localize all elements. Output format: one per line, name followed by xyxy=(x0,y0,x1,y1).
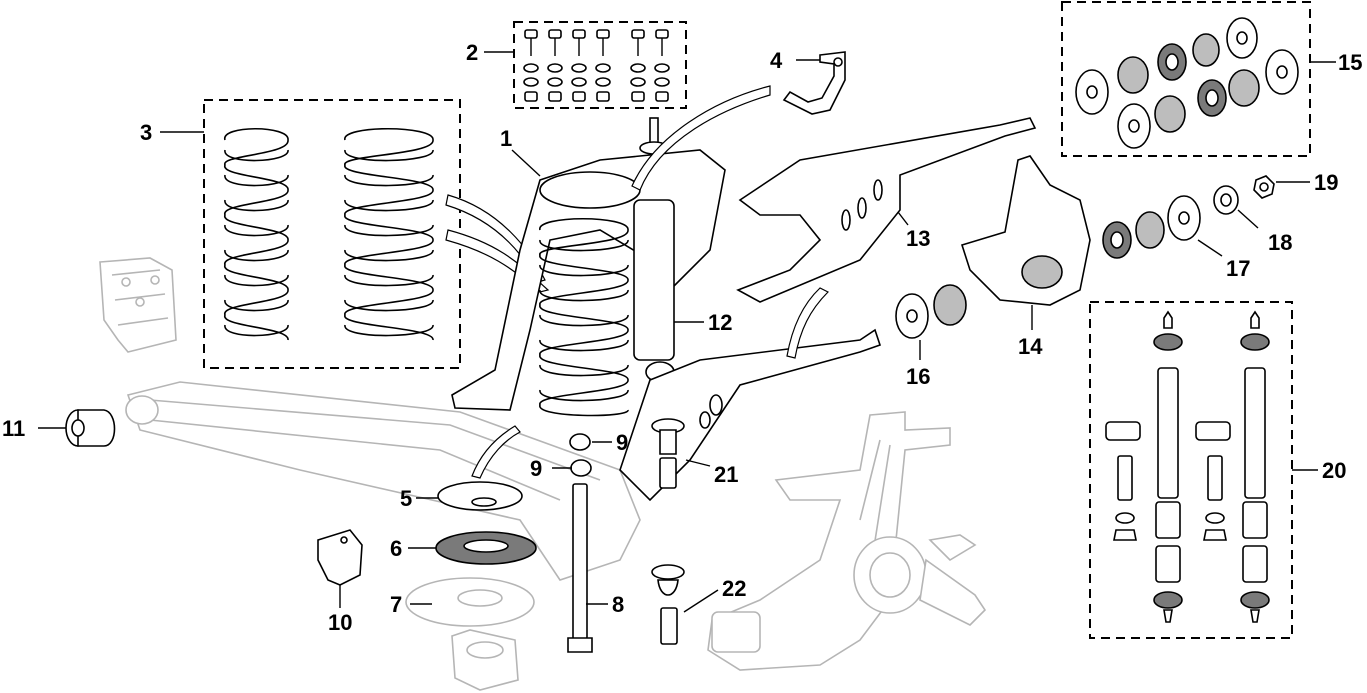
callout-3: 3 xyxy=(140,120,152,145)
callout-6: 6 xyxy=(390,536,402,561)
nut-9-lower xyxy=(570,459,592,477)
nut-9-upper xyxy=(569,433,591,451)
nut-19 xyxy=(1253,175,1275,199)
coil-spring-left xyxy=(224,128,289,341)
insulator-6 xyxy=(435,531,537,565)
callout-15: 15 xyxy=(1338,50,1362,75)
lower-control-arm xyxy=(619,328,882,502)
ghost-upper-spring-seat xyxy=(451,629,519,691)
ghost-steering-knuckle xyxy=(707,411,987,671)
callout-10: 10 xyxy=(328,610,352,635)
bolt-kit-hardware xyxy=(523,29,670,102)
shock-absorber xyxy=(633,117,675,383)
axle-pivot-bracket xyxy=(960,155,1091,306)
callout-9-lower: 9 xyxy=(530,456,542,481)
bushing-kit-parts xyxy=(1075,17,1299,149)
callout-9-upper: 9 xyxy=(616,430,628,455)
radius-arm-arrow xyxy=(786,287,830,359)
callout-7: 7 xyxy=(390,592,402,617)
ghost-axle-beam xyxy=(125,381,641,581)
callout-20: 20 xyxy=(1322,458,1346,483)
leader-lines xyxy=(38,51,1336,613)
coil-spring-right xyxy=(344,127,434,341)
bolt-8 xyxy=(567,483,593,653)
callout-16: 16 xyxy=(906,364,930,389)
bracket-arrow xyxy=(631,85,771,191)
seat-arrow xyxy=(471,425,521,479)
callout-4: 4 xyxy=(770,48,783,73)
callout-5: 5 xyxy=(400,486,412,511)
callout-1: 1 xyxy=(500,126,512,151)
shock-hardware-kit-box xyxy=(1089,301,1293,639)
callout-21: 21 xyxy=(714,462,738,487)
ghost-frame-bracket xyxy=(99,257,177,353)
coil-spring-kit-box xyxy=(203,99,461,369)
bracket-clamp-4 xyxy=(782,51,846,115)
radius-arm-bushing-16 xyxy=(895,284,967,339)
installed-coil-spring xyxy=(539,217,629,417)
callout-13: 13 xyxy=(906,226,930,251)
washer-17 xyxy=(1102,195,1201,259)
callout-22: 22 xyxy=(722,576,746,601)
ball-joint-21 xyxy=(651,418,685,489)
callout-17: 17 xyxy=(1226,256,1250,281)
radius-arm xyxy=(736,117,1037,303)
bushing-11 xyxy=(65,409,116,447)
bump-stop-10 xyxy=(317,529,363,586)
callout-12: 12 xyxy=(708,310,732,335)
shock-hardware-parts xyxy=(1105,310,1270,623)
bolt-kit-box xyxy=(513,21,687,109)
spring-pad-7 xyxy=(405,577,535,627)
callout-labels: 2 3 1 4 5 6 7 8 9 9 10 11 12 13 14 15 16… xyxy=(2,40,1362,635)
callout-2: 2 xyxy=(466,40,478,65)
callout-8: 8 xyxy=(612,592,624,617)
callout-11: 11 xyxy=(2,416,25,441)
bushing-kit-box xyxy=(1061,1,1311,157)
callout-18: 18 xyxy=(1268,230,1292,255)
washer-18 xyxy=(1213,185,1239,215)
spring-seat-5 xyxy=(437,481,523,511)
callout-19: 19 xyxy=(1314,170,1338,195)
ball-joint-22 xyxy=(651,564,685,645)
callout-14: 14 xyxy=(1018,334,1043,359)
